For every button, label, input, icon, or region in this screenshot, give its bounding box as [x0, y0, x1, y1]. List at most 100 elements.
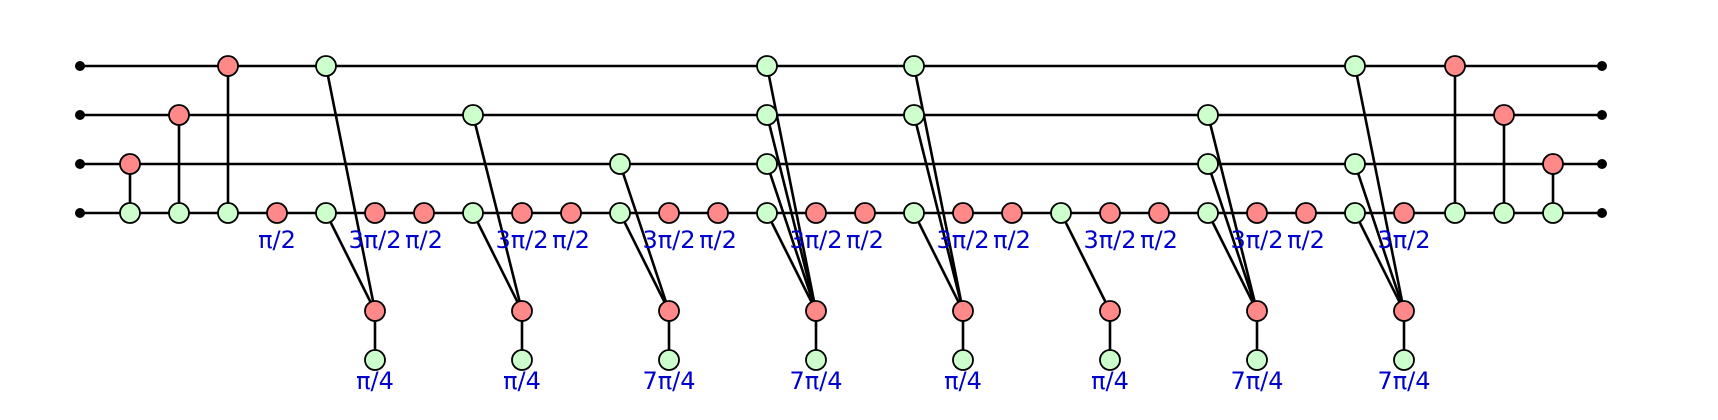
phase-label: 3π/2 [348, 226, 401, 254]
wire-input-terminal [75, 208, 85, 218]
edge [618, 212, 671, 312]
x-spider [364, 300, 386, 322]
x-spider [1444, 55, 1466, 77]
z-spider [1542, 202, 1564, 224]
z-spider [756, 153, 778, 175]
gadget-phase-label: 7π/4 [642, 367, 695, 395]
phase-label: 3π/2 [495, 226, 548, 254]
x-spider [854, 202, 876, 224]
z-spider [756, 104, 778, 126]
z-spider [1099, 349, 1121, 371]
edge [1059, 212, 1112, 312]
edge [618, 163, 671, 312]
edge [324, 212, 377, 312]
gadget-phase-label: π/4 [503, 367, 541, 395]
phase-label: π/2 [1140, 226, 1178, 254]
edges [128, 65, 1555, 360]
edge [324, 65, 377, 312]
edge [1206, 114, 1259, 312]
edge [1206, 212, 1259, 312]
x-spider [1246, 300, 1268, 322]
phase-label: π/2 [552, 226, 590, 254]
z-spider [903, 104, 925, 126]
z-spider [1344, 55, 1366, 77]
edge [471, 114, 524, 312]
z-spider [168, 202, 190, 224]
z-spider [511, 349, 533, 371]
z-spider [217, 202, 239, 224]
x-spider [511, 202, 533, 224]
x-spider [560, 202, 582, 224]
z-spider [119, 202, 141, 224]
gadget-phase-label: π/4 [356, 367, 394, 395]
x-spider [217, 55, 239, 77]
z-spider [952, 349, 974, 371]
edge [912, 65, 965, 312]
x-spider [952, 300, 974, 322]
wire-output-terminal [1597, 61, 1607, 71]
z-spider [1344, 153, 1366, 175]
phase-label: 3π/2 [1377, 226, 1430, 254]
edge [912, 114, 965, 312]
x-spider [1295, 202, 1317, 224]
edge [1353, 212, 1406, 312]
x-spider [805, 300, 827, 322]
x-spider [364, 202, 386, 224]
z-spider [756, 55, 778, 77]
z-spider [462, 104, 484, 126]
wire-input-terminal [75, 159, 85, 169]
x-spider [707, 202, 729, 224]
x-spider [1099, 300, 1121, 322]
gadget-phase-label: π/4 [944, 367, 982, 395]
z-spider [364, 349, 386, 371]
wire-input-terminal [75, 61, 85, 71]
x-spider [119, 153, 141, 175]
x-spider [413, 202, 435, 224]
edge [1353, 163, 1406, 312]
x-spider [658, 202, 680, 224]
z-spider [903, 55, 925, 77]
z-spider [462, 202, 484, 224]
z-spider [1050, 202, 1072, 224]
z-spider [805, 349, 827, 371]
edge [471, 212, 524, 312]
x-spider [1393, 300, 1415, 322]
z-spider [609, 202, 631, 224]
x-spider [266, 202, 288, 224]
x-spider [805, 202, 827, 224]
edge [765, 114, 818, 312]
x-spider [1246, 202, 1268, 224]
edge [1206, 163, 1259, 312]
x-spider [1099, 202, 1121, 224]
z-spider [1246, 349, 1268, 371]
z-spider [756, 202, 778, 224]
edge [765, 65, 818, 312]
edge [765, 163, 818, 312]
gadget-phase-label: 7π/4 [1230, 367, 1283, 395]
edge [912, 212, 965, 312]
gadget-phase-label: π/4 [1091, 367, 1129, 395]
z-spider [1393, 349, 1415, 371]
z-spider [1197, 153, 1219, 175]
phase-label: π/2 [258, 226, 296, 254]
gadget-phase-label: 7π/4 [789, 367, 842, 395]
wire-output-terminal [1597, 110, 1607, 120]
phase-label: 3π/2 [1230, 226, 1283, 254]
z-spider [315, 202, 337, 224]
z-spider [1344, 202, 1366, 224]
gadget-phase-label: 7π/4 [1377, 367, 1430, 395]
edge [1353, 65, 1406, 312]
z-spider [315, 55, 337, 77]
x-spider [1393, 202, 1415, 224]
x-spider [658, 300, 680, 322]
x-spider [511, 300, 533, 322]
x-spider [168, 104, 190, 126]
phase-label: π/2 [993, 226, 1031, 254]
wire-output-terminal [1597, 159, 1607, 169]
z-spider [658, 349, 680, 371]
x-spider [1001, 202, 1023, 224]
phase-label: π/2 [405, 226, 443, 254]
phase-label: 3π/2 [936, 226, 989, 254]
